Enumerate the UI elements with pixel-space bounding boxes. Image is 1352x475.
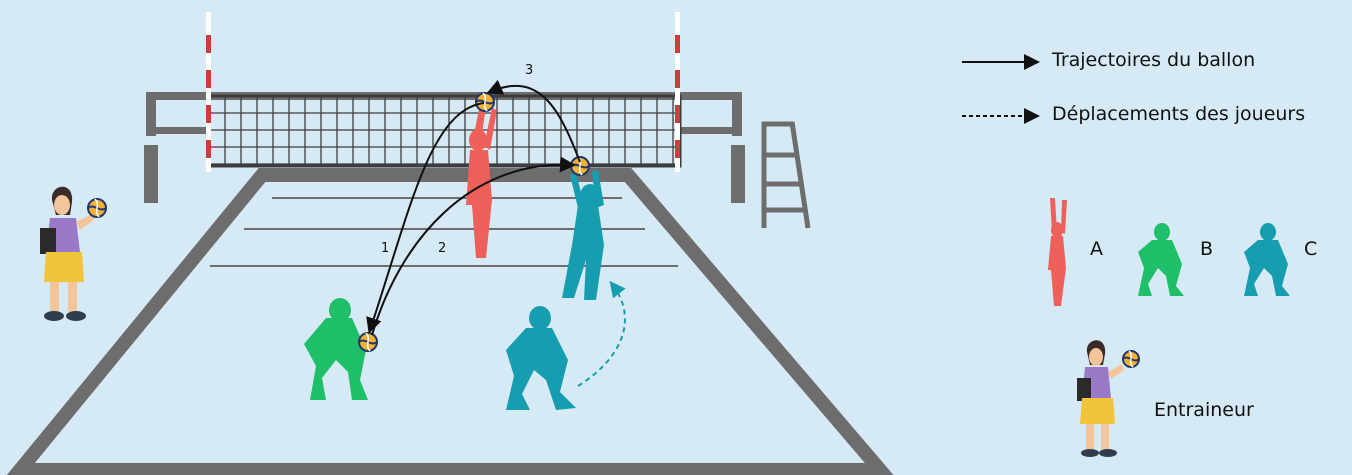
legend-player-b-label: B (1200, 238, 1213, 260)
trajectory-number-3: 3 (525, 63, 533, 78)
coach-figure-court (40, 187, 94, 321)
legend-player-moves: Déplacements des joueurs (1052, 103, 1305, 125)
legend-ball-trajectories: Trajectoires du ballon (1052, 49, 1255, 71)
player-a-legend-icon (1048, 198, 1067, 306)
player-c-figure-court (506, 306, 576, 410)
net-post-left (206, 12, 211, 172)
volleyball-icon-coach-legend (1123, 351, 1139, 367)
trajectory-number-1: 1 (381, 241, 389, 256)
legend-player-c-label: C (1304, 238, 1317, 260)
volleyball-icon-setter (476, 93, 494, 111)
volleyball-icon-coach (88, 199, 106, 217)
player-c-figure-top (562, 170, 604, 300)
trajectory-number-2: 2 (438, 241, 446, 256)
court (20, 175, 880, 470)
player-b-figure-court (304, 298, 368, 400)
umpire-chair (762, 122, 808, 228)
volleyball-icon-receiver (359, 333, 377, 351)
legend-player-a-label: A (1090, 238, 1103, 260)
player-b-legend-icon (1138, 223, 1184, 296)
legend-coach-label: Entraineur (1154, 399, 1254, 421)
coach-figure-legend (1077, 340, 1124, 457)
player-c-legend-icon (1244, 223, 1290, 296)
net-post-right (675, 12, 680, 172)
